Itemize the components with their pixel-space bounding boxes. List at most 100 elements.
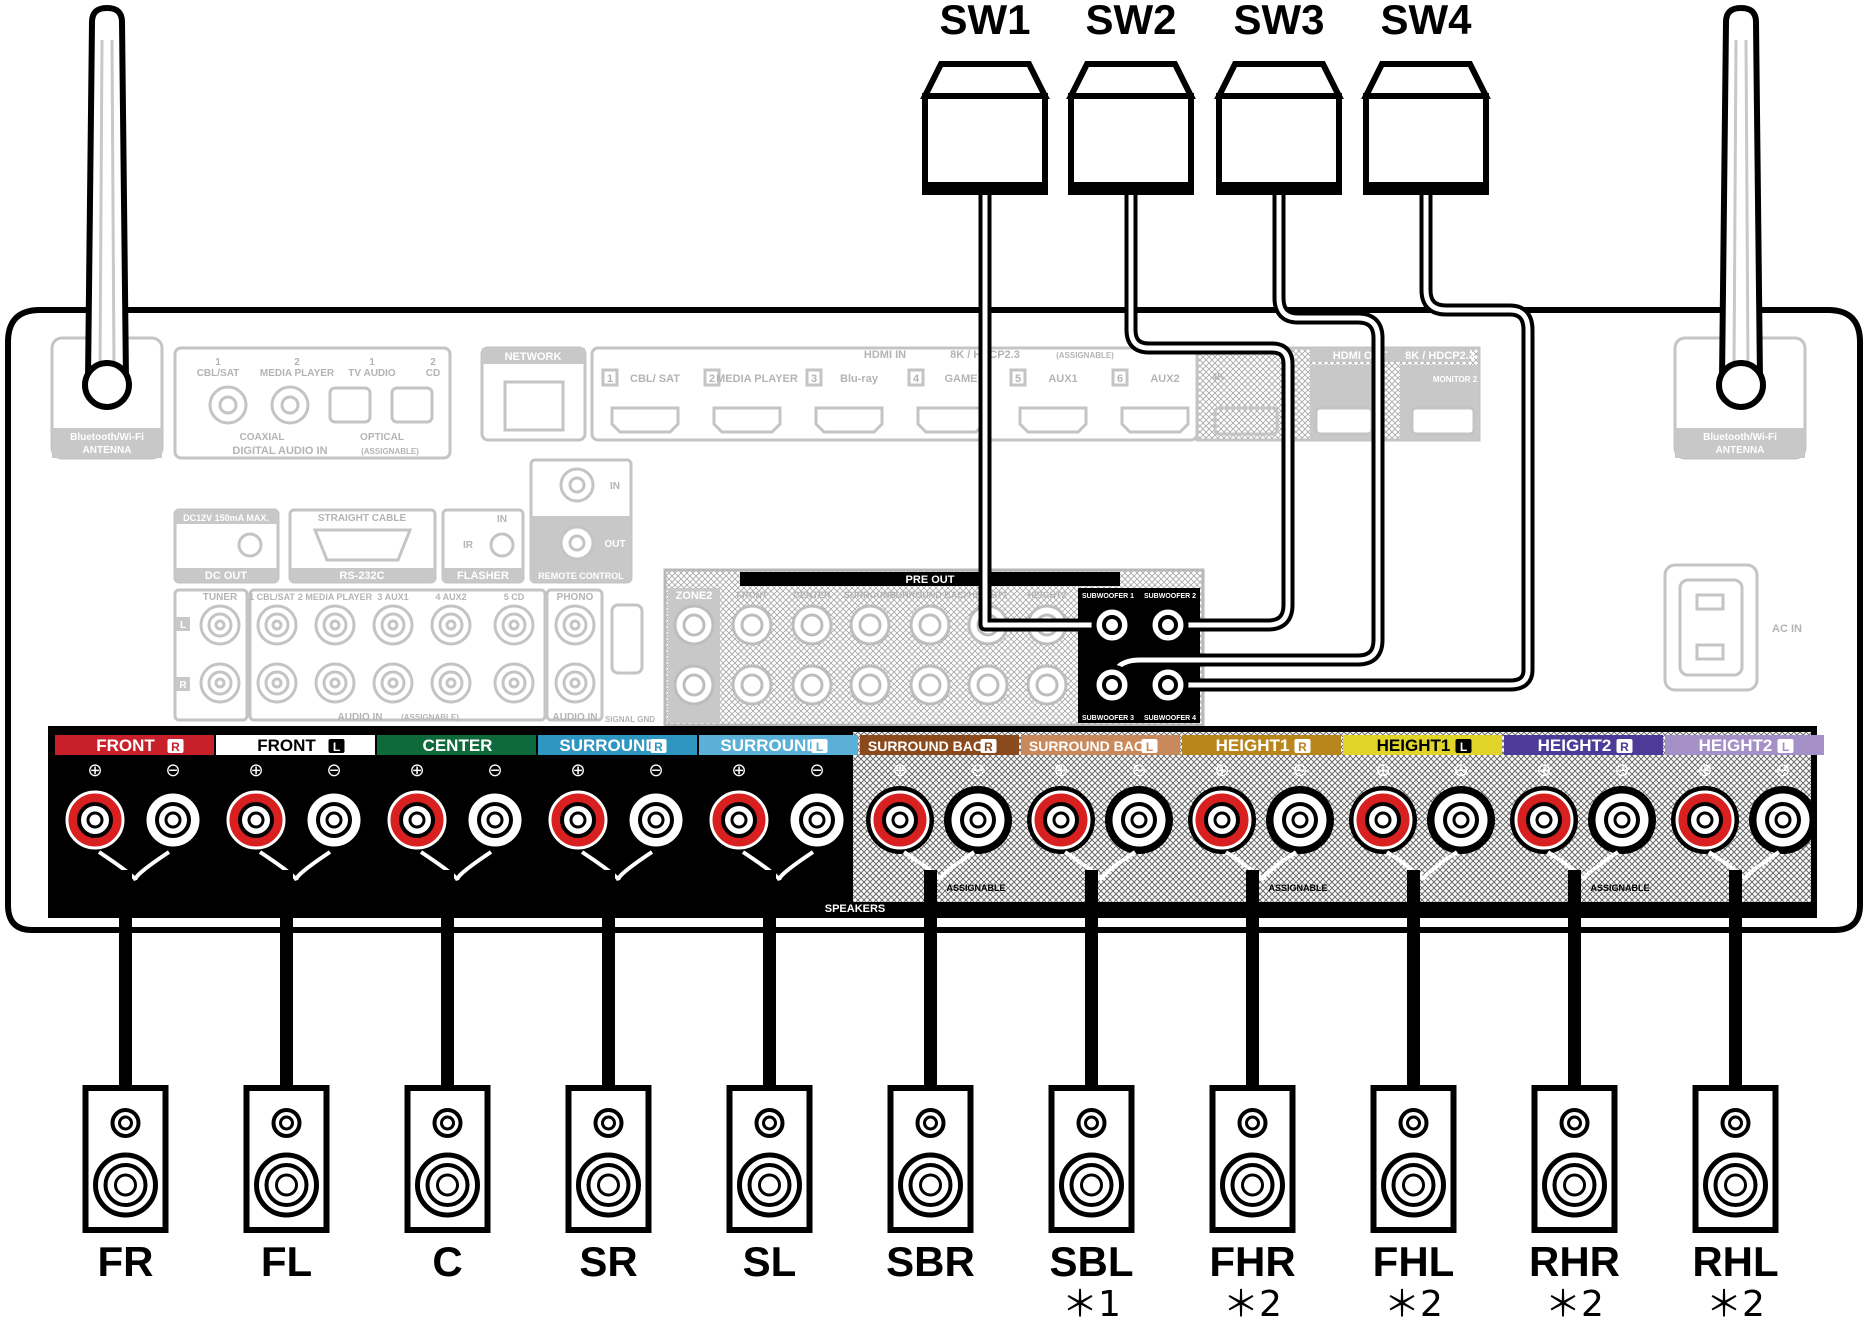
negative-binding-post[interactable] [944, 786, 1012, 854]
pre-out-jack[interactable] [673, 604, 715, 646]
flasher: IN IR FLASHER [441, 508, 525, 584]
speaker-note: ＊1 [1062, 1284, 1121, 1325]
positive-binding-post[interactable] [61, 786, 129, 854]
hdmi-in-name: MEDIA PLAYER [716, 373, 798, 385]
network-port[interactable]: NETWORK [480, 346, 587, 442]
hdmi-out-spec: 8K / HDCP2.3 [1405, 350, 1475, 362]
audio-in-jack[interactable] [256, 662, 298, 704]
audio-in-jack[interactable] [256, 604, 298, 646]
positive-binding-post[interactable] [705, 786, 773, 854]
speaker-note: ＊2 [1223, 1284, 1282, 1325]
positive-binding-post[interactable] [1671, 786, 1739, 854]
pre-out-jack[interactable] [791, 664, 833, 706]
pre-out-jack[interactable] [791, 604, 833, 646]
positive-binding-post[interactable] [1027, 786, 1095, 854]
positive-binding-post[interactable] [1510, 786, 1578, 854]
speaker-label: FR [98, 1238, 154, 1285]
negative-binding-post[interactable] [1749, 786, 1817, 854]
pre-out-jack[interactable] [731, 604, 773, 646]
pre-out-jack[interactable] [849, 604, 891, 646]
minus-marker: ⊖ [970, 760, 985, 781]
audio-in-label: 5 CD [504, 592, 525, 602]
rs232c-port[interactable]: STRAIGHT CABLE RS-232C [288, 508, 437, 584]
audio-in-jack[interactable] [199, 662, 241, 704]
speaker-label: RHR [1529, 1238, 1620, 1285]
negative-binding-post[interactable] [461, 786, 529, 854]
pre-out-jack[interactable] [909, 664, 951, 706]
minus-marker: ⊖ [1453, 760, 1468, 781]
terminal-side: L [1460, 740, 1467, 754]
speaker-terminal-fl: FRONT L⊕⊖ [216, 735, 375, 882]
positive-binding-post[interactable] [222, 786, 290, 854]
hdmi-in-title: HDMI IN [864, 349, 906, 361]
digital-name-4: CD [426, 368, 440, 379]
negative-binding-post[interactable] [1427, 786, 1495, 854]
audio-in-jack[interactable] [314, 604, 356, 646]
terminal-label: SURROUND [559, 736, 657, 755]
zone2-label: ZONE2 [676, 590, 713, 602]
terminal-label: HEIGHT2 [1699, 736, 1773, 755]
hdmi-in-num: 3 [811, 373, 817, 385]
pre-out-jack[interactable] [909, 604, 951, 646]
positive-binding-post[interactable] [1188, 786, 1256, 854]
negative-binding-post[interactable] [1266, 786, 1334, 854]
audio-in-jack[interactable] [493, 604, 535, 646]
negative-binding-post[interactable] [1105, 786, 1173, 854]
tuner-label: TUNER [203, 592, 238, 603]
audio-in-jack[interactable] [314, 662, 356, 704]
positive-binding-post[interactable] [383, 786, 451, 854]
digital-audio-in-assignable: (ASSIGNABLE) [361, 447, 419, 456]
negative-binding-post[interactable] [622, 786, 690, 854]
sub3-label: SUBWOOFER 3 [1082, 715, 1134, 722]
negative-binding-post[interactable] [1588, 786, 1656, 854]
speaker-fhr: FHR＊2 [1209, 1085, 1296, 1325]
audio-in-jack[interactable] [493, 662, 535, 704]
terminal-label: HEIGHT1 [1377, 736, 1451, 755]
plus-marker: ⊕ [87, 760, 102, 781]
antenna-left[interactable]: Bluetooth/Wi-Fi ANTENNA [50, 4, 164, 460]
negative-binding-post[interactable] [300, 786, 368, 854]
positive-binding-post[interactable] [544, 786, 612, 854]
positive-binding-post[interactable] [1349, 786, 1417, 854]
positive-binding-post[interactable] [866, 786, 934, 854]
audio-in-jack[interactable] [199, 604, 241, 646]
speaker-label: C [432, 1238, 462, 1285]
negative-binding-post[interactable] [139, 786, 207, 854]
flasher-title: FLASHER [457, 570, 509, 582]
optical-label: OPTICAL [360, 432, 404, 443]
pre-out-jack[interactable] [673, 664, 715, 706]
terminal-side: R [984, 740, 993, 754]
ac-in-label: AC IN [1772, 623, 1802, 635]
speaker-label: SBR [886, 1238, 975, 1285]
subwoofer-label: SW2 [1085, 0, 1176, 43]
audio-in-label: 1 CBL/SAT [249, 592, 295, 602]
audio-in-jack[interactable] [430, 662, 472, 704]
audio-in-jack[interactable] [372, 604, 414, 646]
hdmi-in-num: 4 [913, 373, 920, 385]
minus-marker: ⊖ [165, 760, 180, 781]
rs232c-title: RS-232C [339, 570, 384, 582]
audio-in-jack[interactable] [372, 662, 414, 704]
digital-name-2: MEDIA PLAYER [260, 368, 335, 379]
flasher-in: IN [497, 514, 507, 525]
audio-in-jack[interactable] [430, 604, 472, 646]
audio-in-jack[interactable] [554, 604, 596, 646]
phono-audio-in-title: AUDIO IN [553, 712, 598, 723]
speaker-note: ＊2 [1706, 1284, 1765, 1325]
subwoofer-label: SW1 [939, 0, 1030, 43]
pre-out-jack[interactable] [1026, 664, 1068, 706]
monitor2-label: MONITOR 2 [1433, 375, 1478, 384]
negative-binding-post[interactable] [783, 786, 851, 854]
antenna-right[interactable]: Bluetooth/Wi-Fi ANTENNA [1673, 4, 1807, 460]
pre-out-jack[interactable] [967, 664, 1009, 706]
pre-out-jack[interactable] [731, 664, 773, 706]
audio-in-jack[interactable] [554, 662, 596, 704]
pre-out-jack[interactable] [849, 664, 891, 706]
remote-in: IN [610, 481, 620, 492]
